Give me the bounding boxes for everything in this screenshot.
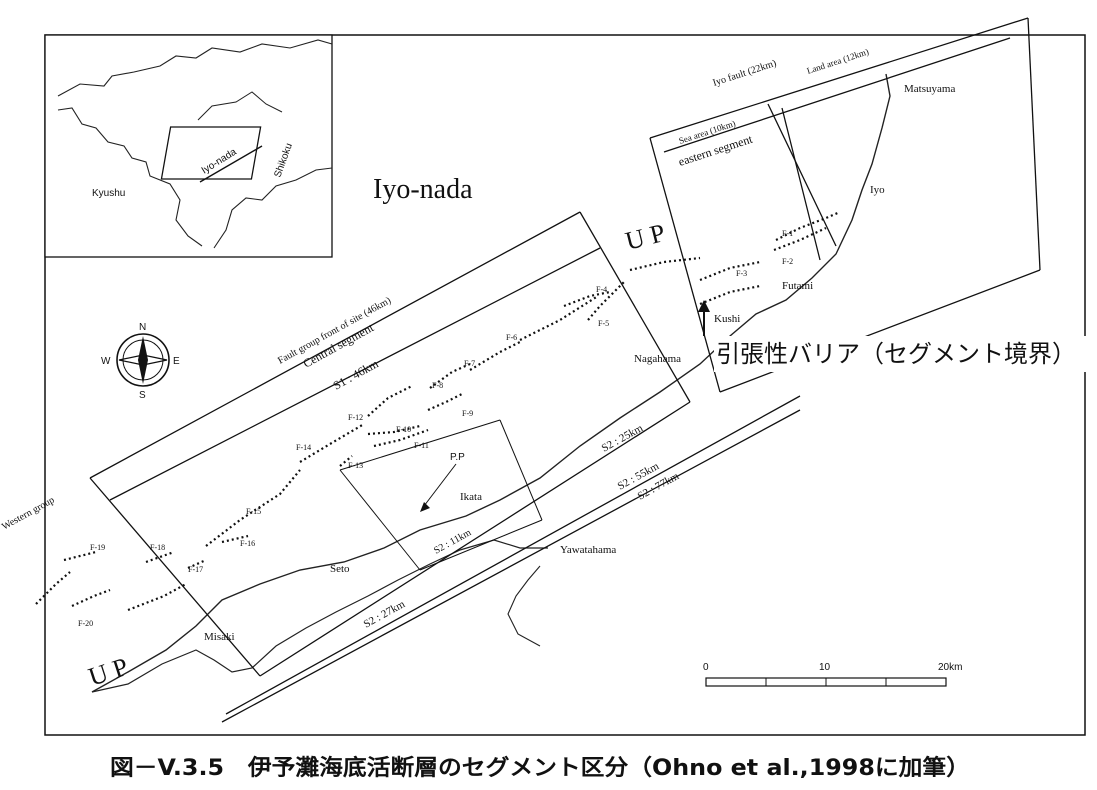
place-futami: Futami	[782, 280, 813, 292]
place-seto: Seto	[330, 563, 350, 575]
fault-label-f19: F-19	[90, 543, 105, 552]
fault-label-f8: F-8	[432, 381, 443, 390]
fault-label-f1: F-1	[782, 229, 793, 238]
eastern-segment-frame	[649, 17, 1041, 393]
fault-label-f14: F-14	[296, 443, 311, 452]
fault-label-f2: F-2	[782, 257, 793, 266]
fault-label-f11: F-11	[414, 441, 429, 450]
compass-n: N	[139, 322, 146, 333]
coastline-yawatahama	[507, 565, 541, 647]
scale-bar: 0 10 20km	[703, 662, 962, 687]
coastline-peninsula-south	[91, 539, 548, 693]
fault-label-f20: F-20	[78, 619, 93, 628]
place-ikata: Ikata	[460, 491, 482, 503]
pp-label: P.P	[450, 452, 465, 463]
place-iyo: Iyo	[870, 184, 885, 196]
place-labels: Matsuyama Iyo Futami Kushi Nagahama Ikat…	[204, 83, 955, 643]
place-nagahama: Nagahama	[634, 353, 681, 365]
fault-label-f10: F-10	[396, 425, 411, 434]
tension-barrier-label: 引張性バリア（セグメント境界）	[716, 341, 1076, 368]
label-iyo-fault: Iyo fault (22km)	[712, 58, 778, 89]
inset-label-kyushu: Kyushu	[92, 188, 125, 199]
fault-traces	[35, 210, 841, 612]
up-label-west: U P	[85, 652, 132, 692]
fault-label-f6: F-6	[506, 333, 517, 342]
fault-label-f7: F-7	[464, 359, 475, 368]
fault-label-f9: F-9	[462, 409, 473, 418]
figure-caption: 図－V.3.5 伊予灘海底活断層のセグメント区分（Ohno et al.,199…	[110, 755, 970, 781]
fault-label-f12: F-12	[348, 413, 363, 422]
fault-label-f16: F-16	[240, 539, 255, 548]
fault-label-f15: F-15	[246, 507, 261, 516]
place-misaki: Misaki	[204, 631, 235, 643]
fault-label-f5: F-5	[598, 319, 609, 328]
fault-label-f13: F-13	[348, 461, 363, 470]
label-s1: S1 : 46km	[331, 356, 382, 392]
place-yawatahama: Yawatahama	[560, 544, 616, 556]
label-fault-group-front: Fault group front of site (46km)	[276, 295, 393, 366]
inset-map: Iyo-nada Kyushu Shikoku	[44, 34, 333, 258]
compass-e: E	[173, 356, 180, 367]
map-title: Iyo-nada	[373, 174, 473, 205]
fault-label-f18: F-18	[150, 543, 165, 552]
fault-label-f17: F-17	[188, 565, 203, 574]
coastline-south	[91, 73, 891, 693]
fault-labels: F-1 F-2 F-3 F-4 F-5 F-6 F-7 F-8 F-9 F-10…	[78, 229, 793, 628]
scale-tick-10: 10	[819, 662, 831, 673]
fault-label-f3: F-3	[736, 269, 747, 278]
place-kushi: Kushi	[714, 313, 740, 325]
label-s2-11: S2 : 11km	[432, 527, 473, 556]
compass-w: W	[101, 356, 111, 367]
compass-rose: N S E W	[101, 322, 180, 401]
scale-tick-20: 20km	[938, 662, 962, 673]
fault-label-f4: F-4	[596, 285, 607, 294]
compass-s: S	[139, 390, 146, 401]
pp-marker: P.P	[420, 452, 465, 512]
label-western-group: Western group	[0, 495, 56, 533]
place-matsuyama: Matsuyama	[904, 83, 955, 95]
up-label-north: U P	[622, 218, 668, 256]
central-segment-frame	[89, 211, 801, 723]
tension-barrier-annotation: 引張性バリア（セグメント境界）	[698, 300, 1090, 372]
scale-tick-0: 0	[703, 662, 709, 673]
map-frame	[44, 34, 1086, 736]
